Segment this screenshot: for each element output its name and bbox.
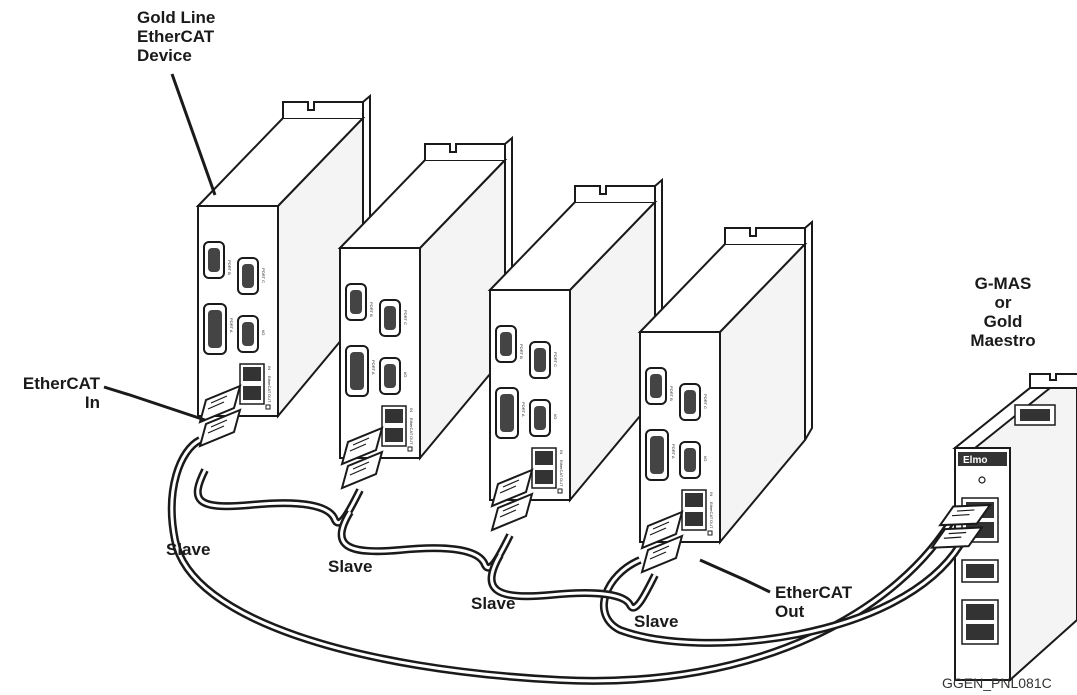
label-ethercat-out: EtherCAT Out xyxy=(775,583,852,621)
master-brand-text: Elmo xyxy=(963,455,987,466)
label-slave-1: Slave xyxy=(166,540,210,559)
label-ethercat-in: EtherCAT In xyxy=(4,374,100,412)
label-gmas-master: G-MAS or Gold Maestro xyxy=(968,274,1038,350)
figure-code: GGEN_PNL081C xyxy=(942,675,1052,691)
label-slave-2: Slave xyxy=(328,557,372,576)
drive-unit-2 xyxy=(340,138,512,458)
label-gold-line-device: Gold Line EtherCAT Device xyxy=(137,8,215,65)
label-slave-3: Slave xyxy=(471,594,515,613)
label-slave-4: Slave xyxy=(634,612,678,631)
drive-unit-4 xyxy=(640,222,812,542)
drive-unit-3 xyxy=(490,180,662,500)
